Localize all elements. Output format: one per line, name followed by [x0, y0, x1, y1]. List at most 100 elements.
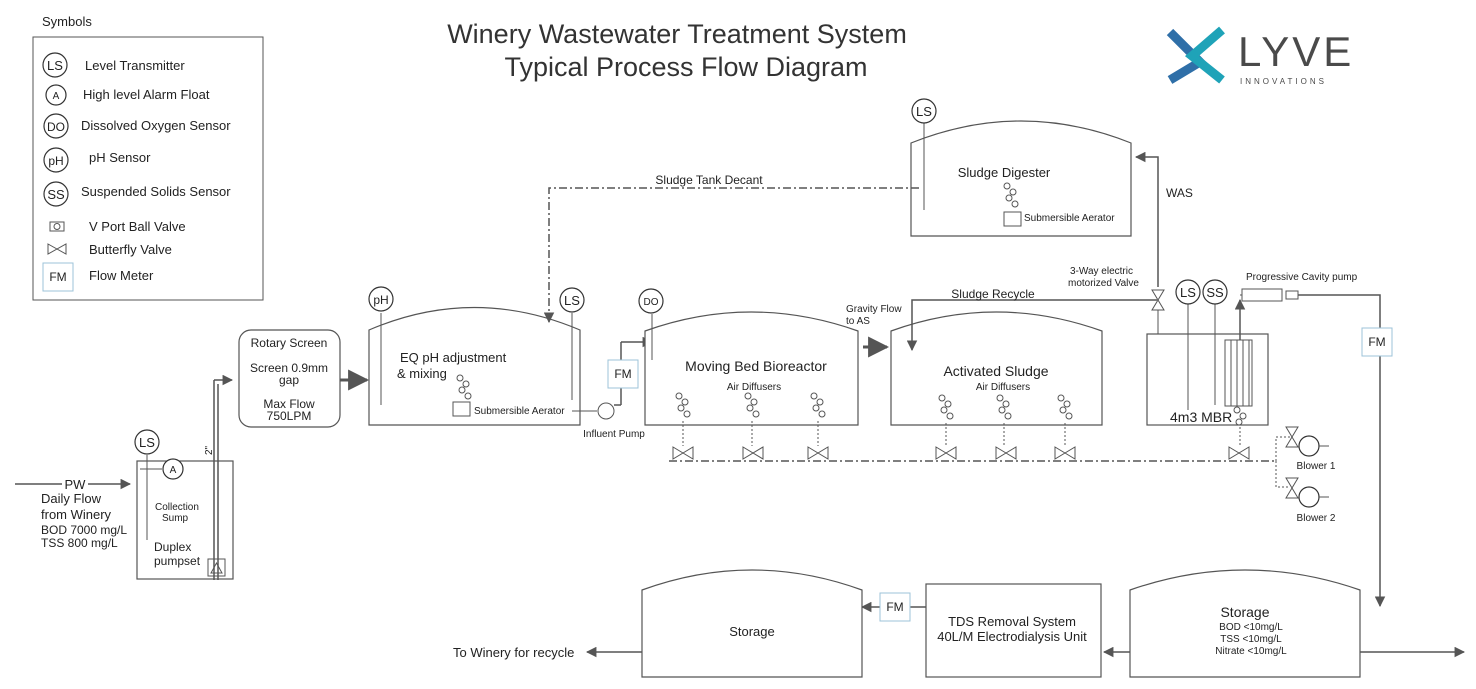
butterfly-valve-icon	[807, 446, 829, 460]
svg-text:Activated Sludge: Activated Sludge	[943, 363, 1048, 379]
svg-text:Progressive Cavity pump: Progressive Cavity pump	[1246, 272, 1358, 283]
svg-text:3-Way electric: 3-Way electric	[1070, 266, 1133, 277]
legend-item-do: DO Dissolved Oxygen Sensor	[43, 113, 231, 139]
svg-text:Gravity Flow: Gravity Flow	[846, 304, 902, 315]
bubbles-icon	[1233, 406, 1247, 426]
activated-sludge-tank: Activated Sludge Air Diffusers	[890, 311, 1103, 426]
svg-text:LS: LS	[916, 104, 932, 119]
lyve-x-mark-icon	[1166, 26, 1225, 84]
svg-text:TSS 800 mg/L: TSS 800 mg/L	[41, 536, 118, 550]
bubbles-icon	[456, 374, 472, 400]
svg-text:High level Alarm Float: High level Alarm Float	[83, 87, 210, 102]
submersible-aerator-icon	[452, 401, 471, 417]
svg-text:LS: LS	[47, 58, 63, 73]
svg-text:Rotary Screen: Rotary Screen	[251, 336, 328, 350]
legend-title: Symbols	[42, 14, 92, 29]
air-distribution-line	[669, 421, 1290, 488]
ls-sensor-eq: LS	[559, 287, 585, 313]
svg-text:pH: pH	[48, 154, 63, 168]
ls-sensor-sump: LS	[134, 429, 160, 455]
butterfly-valve-icon	[995, 446, 1017, 460]
svg-text:V Port Ball Valve: V Port Ball Valve	[89, 219, 186, 234]
legend-item-ls: LS Level Transmitter	[42, 52, 185, 78]
svg-text:Duplex: Duplex	[154, 540, 191, 554]
lyve-logo: LYVE INNOVATIONS	[1166, 26, 1351, 86]
svg-text:Max Flow: Max Flow	[263, 397, 315, 411]
svg-text:Nitrate <10mg/L: Nitrate <10mg/L	[1215, 646, 1287, 657]
svg-text:LS: LS	[139, 435, 155, 450]
bubbles-icon	[675, 392, 826, 418]
ls-sensor-mbr: LS	[1175, 279, 1201, 305]
svg-text:Dissolved Oxygen Sensor: Dissolved Oxygen Sensor	[81, 118, 231, 133]
bubbles-icon	[1003, 182, 1019, 208]
svg-text:Storage: Storage	[729, 624, 775, 639]
butterfly-valve-icon	[672, 446, 694, 460]
svg-text:4m3 MBR: 4m3 MBR	[1170, 409, 1232, 425]
svg-text:Flow Meter: Flow Meter	[89, 268, 154, 283]
storage-right-tank: Storage BOD <10mg/L TSS <10mg/L Nitrate …	[1102, 569, 1466, 678]
flow-meter-permeate: FM	[1361, 327, 1393, 357]
svg-text:Collection: Collection	[155, 502, 199, 513]
svg-text:Blower 1: Blower 1	[1297, 461, 1336, 472]
legend-item-fm: FM Flow Meter	[42, 262, 154, 292]
svg-text:Winery Wastewater Treatment S: Winery Wastewater Treatment System	[447, 19, 907, 49]
sludge-tank-decant-line: Sludge Tank Decant	[543, 173, 919, 324]
svg-text:BOD <10mg/L: BOD <10mg/L	[1219, 622, 1283, 633]
svg-text:Level Transmitter: Level Transmitter	[85, 58, 185, 73]
svg-text:FM: FM	[49, 270, 66, 284]
ls-sensor-digester: LS	[911, 98, 937, 124]
svg-text:pumpset: pumpset	[154, 554, 201, 568]
svg-text:& mixing: & mixing	[397, 366, 447, 381]
page-title: Winery Wastewater Treatment System Typic…	[447, 19, 907, 82]
rotary-screen: Rotary Screen Screen 0.9mm gap Max Flow …	[238, 329, 370, 428]
svg-text:Blower 2: Blower 2	[1297, 513, 1336, 524]
legend-item-ph: pH pH Sensor	[43, 147, 151, 173]
svg-text:pH Sensor: pH Sensor	[89, 150, 151, 165]
svg-text:BOD 7000 mg/L: BOD 7000 mg/L	[41, 523, 127, 537]
was-line: WAS	[1134, 151, 1193, 287]
svg-text:DO: DO	[644, 297, 659, 308]
legend-item-a: A High level Alarm Float	[45, 84, 210, 106]
membrane-module-icon	[1224, 339, 1253, 407]
svg-text:gap: gap	[279, 373, 299, 387]
svg-text:Typical Process Flow Diagram: Typical Process Flow Diagram	[504, 52, 867, 82]
eq-tank: pH LS EQ pH adjustment & mixing Submersi…	[368, 286, 585, 426]
inlet-pw-label: PW	[65, 477, 87, 492]
bubbles-icon	[938, 394, 1073, 420]
legend: Symbols LS Level Transmitter A High leve…	[32, 14, 264, 301]
svg-text:2": 2"	[204, 445, 215, 455]
influent-pump: Influent Pump FM	[572, 336, 654, 440]
svg-text:motorized Valve: motorized Valve	[1068, 278, 1139, 289]
blower-2: Blower 2	[1285, 477, 1336, 524]
flow-meter-influent: FM	[607, 359, 639, 389]
svg-text:LS: LS	[1180, 285, 1196, 300]
svg-text:Air Diffusers: Air Diffusers	[976, 382, 1030, 393]
svg-text:Storage: Storage	[1220, 604, 1269, 620]
sludge-recycle-line: Sludge Recycle	[906, 287, 1157, 352]
inlet: PW Daily Flow from Winery BOD 7000 mg/L …	[15, 476, 132, 550]
svg-text:FM: FM	[886, 600, 903, 614]
alarm-float-sump: A	[162, 458, 184, 480]
butterfly-valve-icon	[47, 243, 67, 255]
sludge-digester: LS Sludge Digester Submersible Aerator	[910, 98, 1132, 237]
mbr-tank: LS SS 4m3 MBR	[1146, 279, 1269, 426]
legend-item-v-port-ball-valve: V Port Ball Valve	[49, 219, 186, 234]
svg-text:A: A	[53, 91, 60, 102]
submersible-aerator-icon	[1003, 211, 1022, 227]
tds-removal-system: TDS Removal System 40L/M Electrodialysis…	[860, 583, 1102, 678]
svg-text:LS: LS	[564, 293, 580, 308]
svg-text:pH: pH	[373, 293, 388, 307]
svg-text:DO: DO	[47, 120, 65, 134]
pump-icon	[597, 402, 615, 420]
butterfly-valve-icon	[1054, 446, 1076, 460]
moving-bed-bioreactor: DO Moving Bed Bioreactor Air Diffusers	[638, 288, 890, 426]
butterfly-valve-icon	[1228, 446, 1250, 460]
svg-text:750LPM: 750LPM	[267, 409, 312, 423]
svg-text:TSS <10mg/L: TSS <10mg/L	[1220, 634, 1282, 645]
outlet-label: To Winery for recycle	[453, 645, 574, 660]
flow-meter-tds: FM	[879, 592, 911, 622]
svg-text:Sludge Tank Decant: Sludge Tank Decant	[655, 173, 763, 187]
svg-text:SS: SS	[1206, 285, 1224, 300]
legend-item-butterfly-valve: Butterfly Valve	[47, 242, 172, 257]
blower-icon	[1298, 435, 1320, 457]
